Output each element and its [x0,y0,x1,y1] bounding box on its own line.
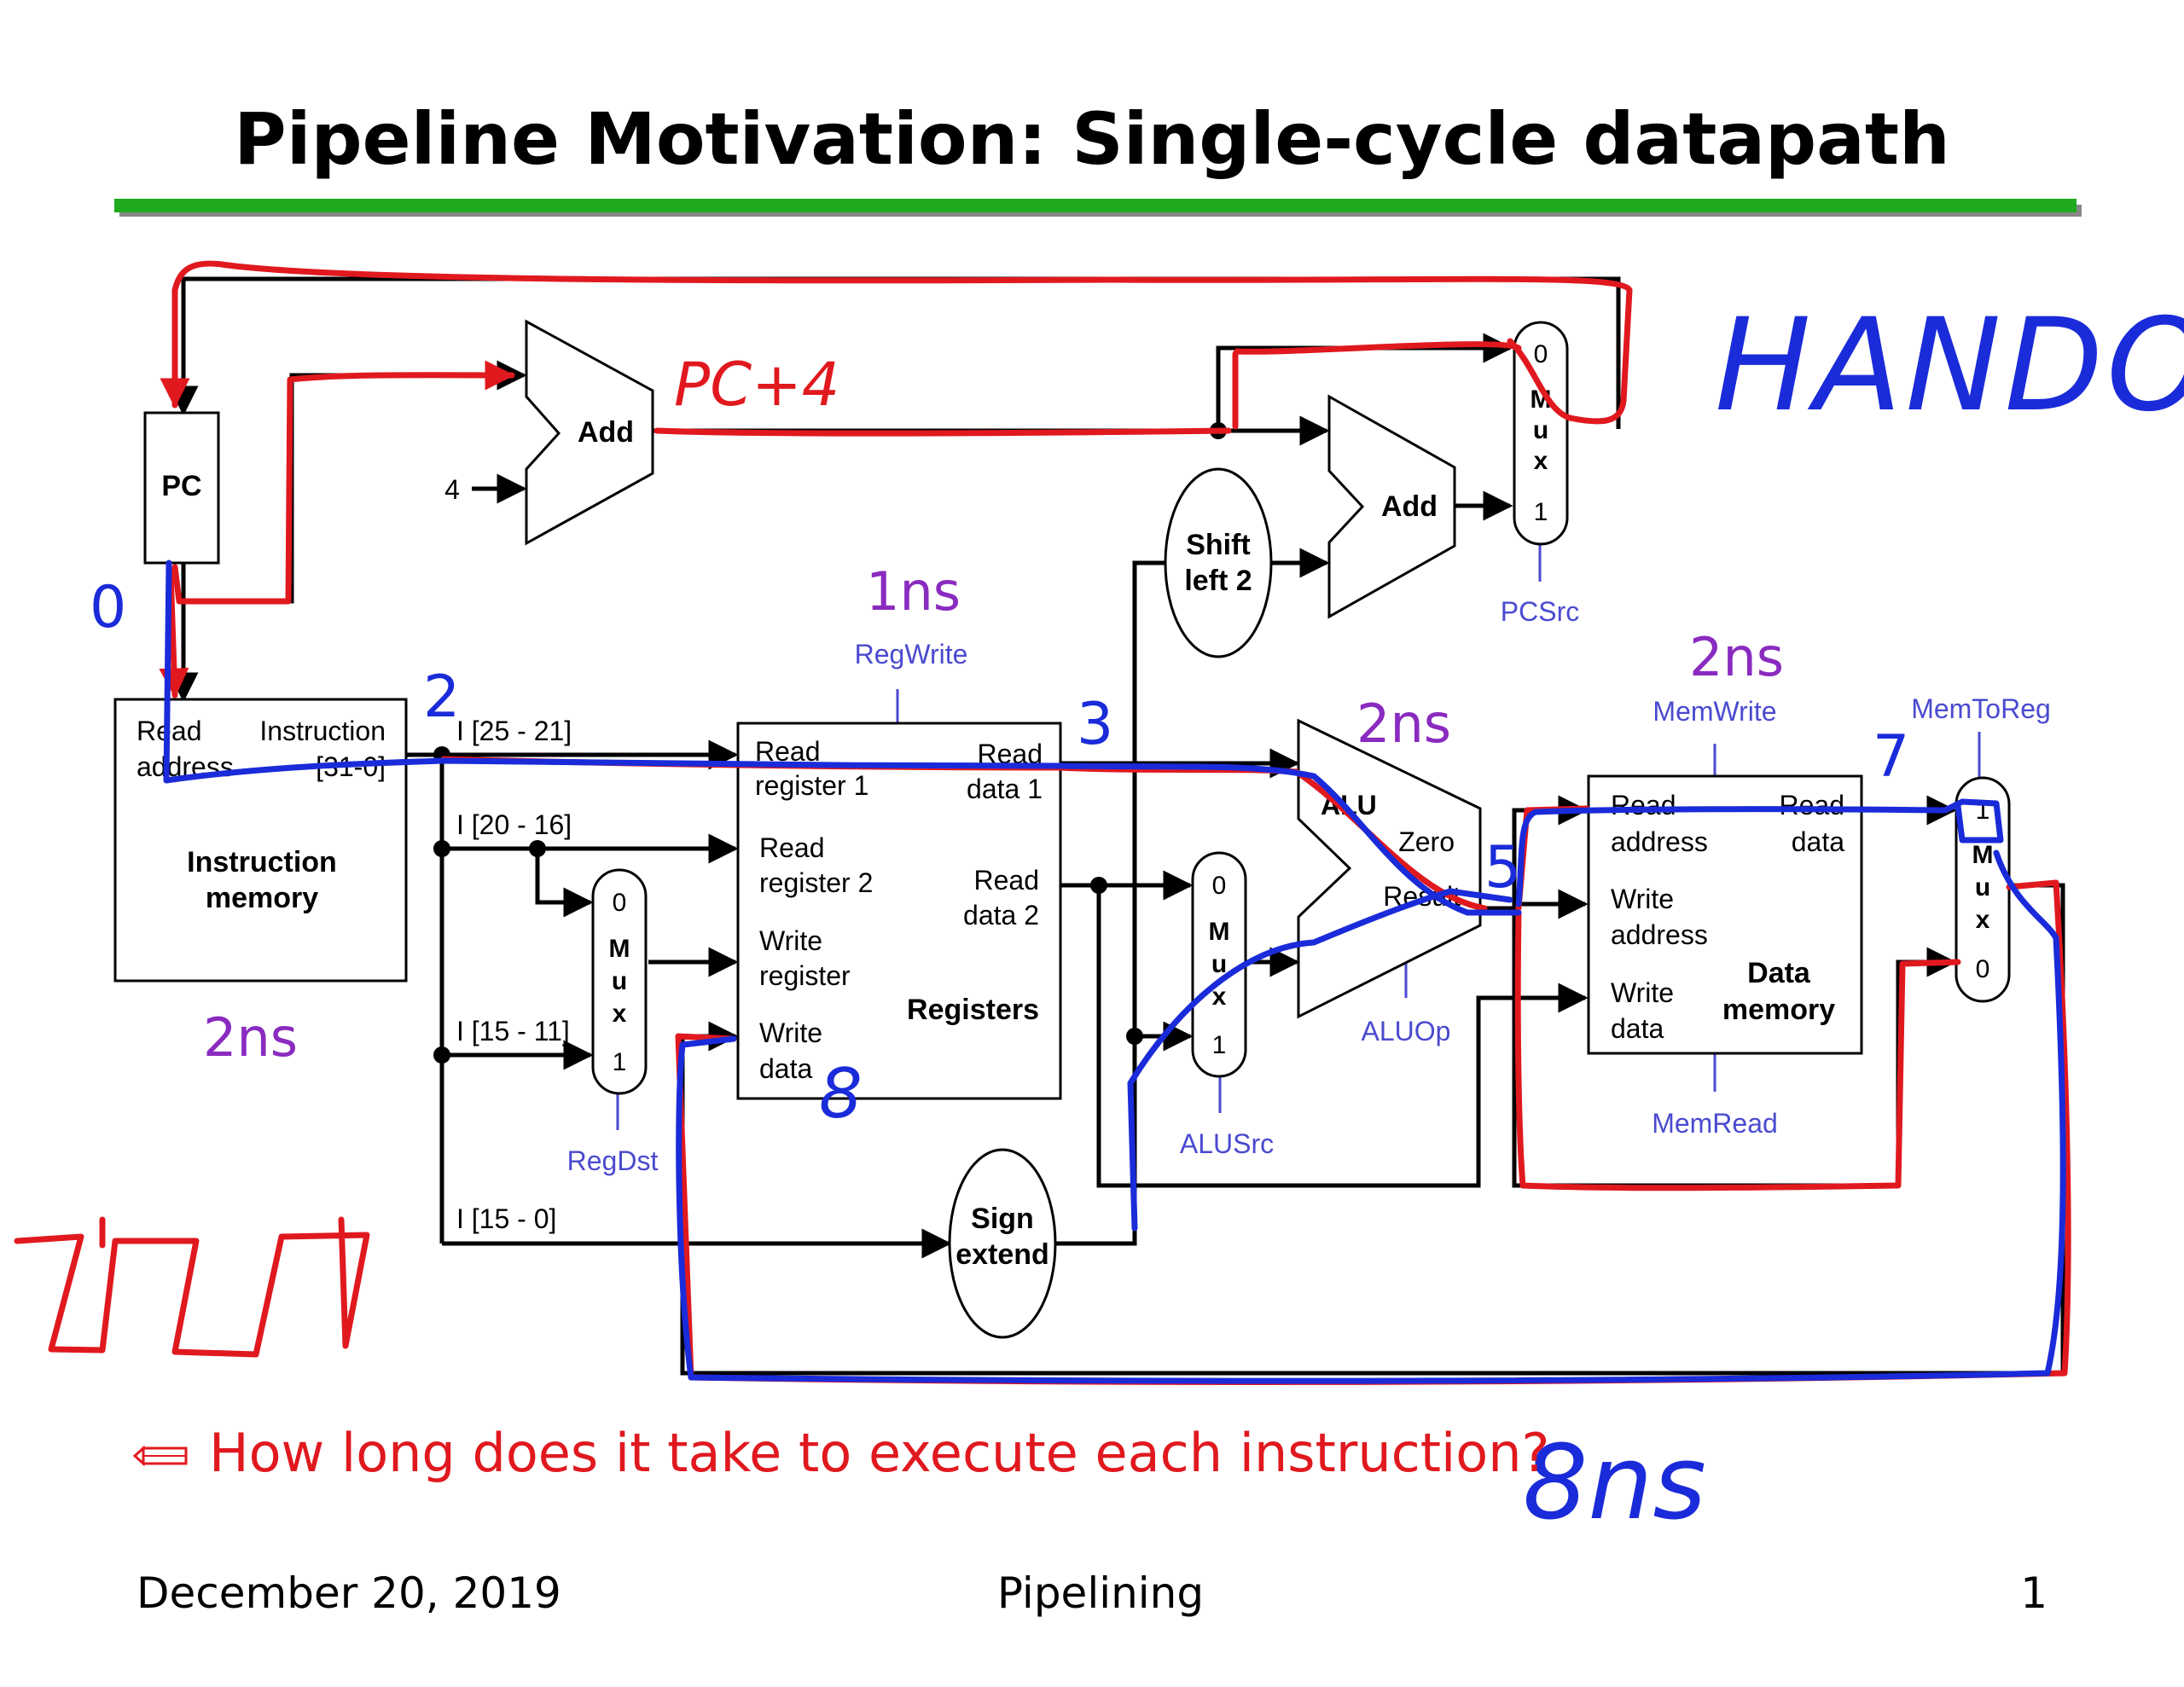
dmem-wd-2: data [1611,1013,1664,1044]
pcmux-u: u [1533,416,1548,444]
memtoreg-u: u [1975,873,1990,901]
pc-register: PC [143,411,220,565]
regs-time-annotation: 1ns [866,560,961,623]
title-rule [114,199,2077,212]
regs-wr-1: Write [759,925,822,956]
field-20-16: I [20 - 16] [456,809,572,840]
handout-annotation: HANDOUT [1715,292,2184,440]
shift-left-2: Shift left 2 [1164,467,1273,658]
alu-zero-label: Zero [1398,826,1455,857]
pc-label: PC [161,470,201,502]
pcmux-one: 1 [1534,498,1548,526]
alu-time-annotation: 2ns [1356,693,1451,755]
memwrite-label: MemWrite [1653,696,1776,727]
memtoreg-x: x [1976,906,1990,934]
dmem-rd-1: Read [1780,790,1845,820]
footer-page-number: 1 [2020,1568,2048,1618]
shift-label-2: left 2 [1184,565,1252,597]
alusrc-label: ALUSrc [1180,1128,1274,1159]
dmem-wa-1: Write [1611,884,1674,914]
field-15-0: I [15 - 0] [456,1203,556,1234]
step-0-annotation: 0 [90,574,126,641]
sign-label-1: Sign [971,1203,1034,1235]
pcsrc-label: PCSrc [1501,596,1579,627]
dmem-time-annotation: 2ns [1689,626,1784,688]
control-lines [616,544,1981,1130]
constant-four: 4 [444,474,460,505]
regs-rr2-1: Read [759,832,825,863]
regs-wd-2: data [759,1053,812,1084]
step-5-annotation: 5 [1484,834,1521,901]
step-2-annotation: 2 [423,664,460,731]
regwrite-label: RegWrite [855,639,968,670]
step-3-annotation: 3 [1077,691,1113,758]
pc-adder-label: Add [578,416,634,449]
blue-ink-path [163,559,2066,1384]
sign-extend: Sign extend [948,1148,1057,1339]
imem-name-2: memory [206,882,318,914]
regdst-label: RegDst [567,1145,659,1176]
footer-topic: Pipelining [997,1568,1204,1618]
regs-name: Registers [907,994,1039,1026]
branch-adder-label: Add [1381,490,1438,523]
memread-label: MemRead [1652,1108,1778,1139]
pcmux-zero: 0 [1534,340,1548,368]
memtoreg-mux: 1 M u x 0 [1955,776,2011,1003]
regs-rd1-2: data 1 [967,774,1043,804]
dmem-wa-2: address [1611,919,1708,950]
dmem-wd-1: Write [1611,977,1674,1008]
memtoreg-label: MemToReg [1911,693,2051,724]
alusrc-m: M [1209,918,1230,946]
slide-title: Pipeline Motivation: Single-cycle datapa… [234,97,1950,181]
regdst-zero: 0 [613,889,627,917]
field-25-21: I [25 - 21] [456,716,572,746]
alusrc-x: x [1212,983,1227,1011]
regdst-mux: 0 M u x 1 [591,868,648,1095]
regs-rd2-2: data 2 [963,900,1039,930]
regs-rd2-1: Read [974,865,1040,896]
dmem-rd-2: data [1792,826,1844,857]
alusrc-mux: 0 M u x 1 [1191,851,1247,1078]
sign-label-2: extend [956,1238,1049,1271]
regdst-u: u [612,967,627,995]
field-15-11: I [15 - 11] [456,1016,570,1046]
dmem-name-1: Data [1747,957,1811,989]
regs-wd-1: Write [759,1017,822,1048]
pc-adder: Add [525,319,654,546]
data-memory: Read address Write address Write data Re… [1587,774,1863,1055]
memtoreg-zero: 0 [1976,955,1990,983]
dmem-name-2: memory [1722,994,1835,1026]
regs-wr-2: register [759,960,851,991]
step-8-annotation: 8 [819,1054,863,1133]
regs-rr1-2: register 1 [755,770,868,801]
regdst-one: 1 [613,1048,627,1076]
dmem-ra-1: Read [1611,790,1676,820]
dmem-ra-2: address [1611,826,1708,857]
instruction-memory: Read address Instruction [31-0] Instruct… [113,698,408,983]
step-7-annotation: 7 [1873,723,1909,791]
regs-rr2-2: register 2 [759,867,873,898]
alusrc-zero: 0 [1212,872,1227,900]
total-time-annotation: 8ns [1523,1424,1706,1543]
imem-name-1: Instruction [187,846,337,878]
alusrc-one: 1 [1212,1031,1227,1059]
imem-time-annotation: 2ns [203,1006,298,1069]
branch-adder: Add [1327,394,1456,619]
shift-label-1: Shift [1186,529,1251,561]
alu: ALU Zero Result [1297,718,1482,1019]
pcmux-x: x [1534,447,1548,475]
pencil-icon [132,1445,188,1467]
register-file: Read register 1 Read register 2 Write re… [736,722,1062,1100]
aluop-label: ALUOp [1362,1016,1451,1046]
pcsrc-mux: 0 M u x 1 [1513,321,1569,546]
imem-instruction-label: Instruction [259,716,386,746]
footer-date: December 20, 2019 [136,1568,561,1618]
regdst-x: x [613,1000,627,1028]
regdst-m: M [609,935,630,963]
question-text: How long does it take to execute each in… [209,1422,1549,1484]
pc-plus-4-annotation: PC+4 [674,350,839,420]
alusrc-u: u [1211,950,1227,978]
memtoreg-m: M [1972,841,1994,869]
